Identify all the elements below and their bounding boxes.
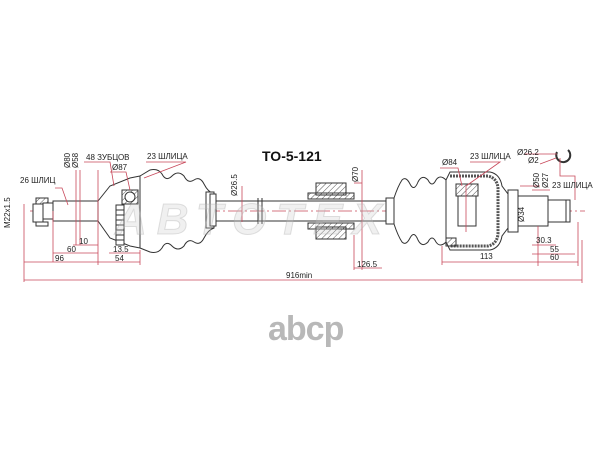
abs-teeth-label: 48 ЗУБЦОВ xyxy=(86,153,130,162)
dimension-lines xyxy=(23,153,583,283)
dim-60-outer-label: 60 xyxy=(67,245,76,254)
dim-60-inner-label: 60 xyxy=(550,253,559,262)
shaft-damper xyxy=(307,182,355,240)
dim-10-label: 10 xyxy=(79,237,88,246)
dim-55-label: 55 xyxy=(550,245,559,254)
diameter-50-label: Ø50 xyxy=(532,172,541,188)
dim-113-label: 113 xyxy=(480,252,493,261)
part-number-title: TO-5-121 xyxy=(262,148,322,164)
drive-shaft xyxy=(216,198,400,224)
dim-96-label: 96 xyxy=(55,254,64,263)
watermark-text: АВТОТЕХ xyxy=(115,195,392,244)
diameter-34-label: Ø34 xyxy=(517,206,526,222)
damper-offset-label: 126.5 xyxy=(357,260,378,269)
inner-spline-label: 23 ШЛИЦА xyxy=(470,152,511,161)
circlip-icon xyxy=(555,149,572,164)
outer-cv-joint xyxy=(32,169,217,253)
overall-length-label: 916min xyxy=(286,271,313,280)
outer-boot-spline-label: 23 ШЛИЦА xyxy=(147,152,188,161)
inner-tripod-joint xyxy=(385,171,571,251)
dim-13-5-label: 13.5 xyxy=(113,245,129,254)
circlip-wire-diameter-label: Ø2 xyxy=(528,156,539,165)
stub-spline-label: 23 ШЛИЦА xyxy=(552,181,593,190)
diameter-84-label: Ø84 xyxy=(442,158,458,167)
circlip-outer-diameter-label: Ø26.2 xyxy=(517,148,539,157)
diameter-87-label: Ø87 xyxy=(112,163,128,172)
dim-54-label: 54 xyxy=(115,254,124,263)
damper-diameter-label: Ø70 xyxy=(351,166,360,182)
diameter-27-label: Ø27 xyxy=(541,172,550,188)
dim-30-3-label: 30.3 xyxy=(536,236,552,245)
shaft-diameter-label: Ø26.5 xyxy=(230,174,239,196)
outer-spline-label: 26 ШЛИЦ xyxy=(20,176,56,185)
diameter-58-label: Ø58 xyxy=(71,152,80,168)
abcp-logo: abcp xyxy=(268,310,344,348)
thread-size-label: M22x1.5 xyxy=(3,197,12,228)
